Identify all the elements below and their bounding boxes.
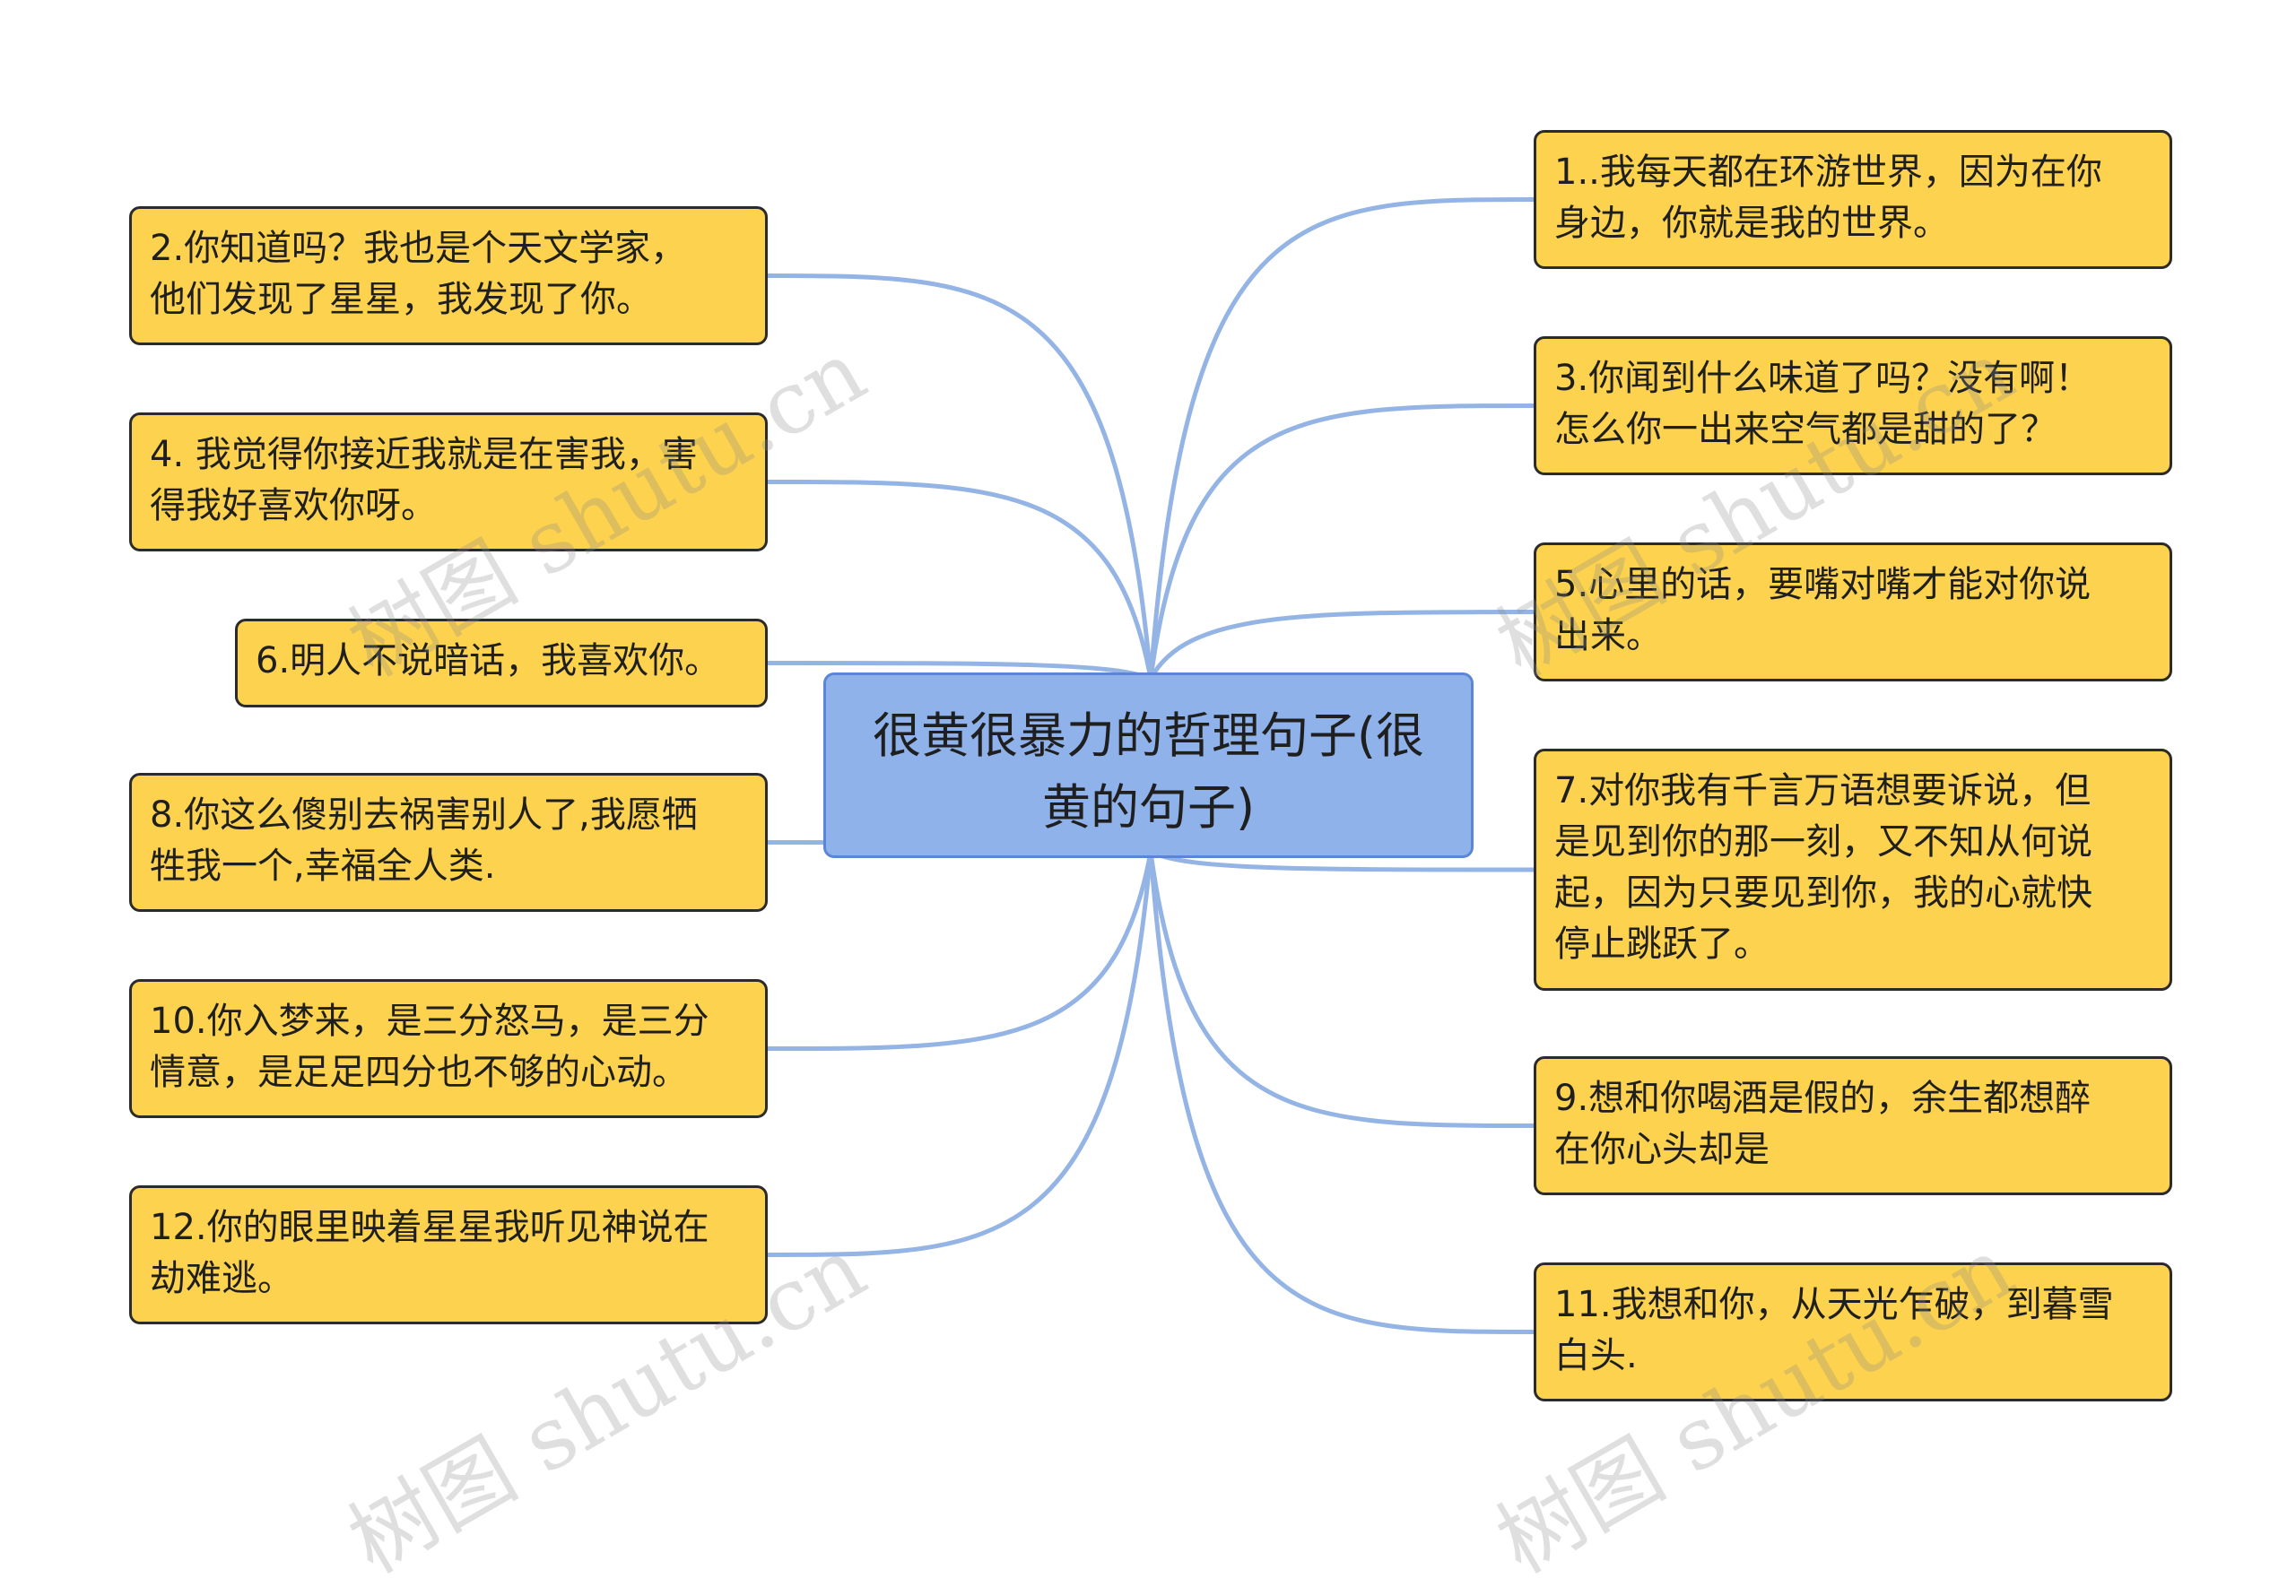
topic-node-n3[interactable]: 3.你闻到什么味道了吗？没有啊！ 怎么你一出来空气都是甜的了？: [1534, 336, 2172, 475]
topic-text-line: 停止跳跃了。: [1554, 924, 1770, 965]
topic-text-line: 身边，你就是我的世界。: [1554, 203, 1949, 244]
topic-text-line: 9.想和你喝酒是假的，余生都想醉: [1554, 1078, 2092, 1119]
topic-text-line: 6.明人不说暗话，我喜欢你。: [256, 640, 721, 681]
topic-node-n2[interactable]: 2.你知道吗？我也是个天文学家， 他们发现了星星，我发现了你。: [129, 206, 768, 345]
connector-n10: [765, 849, 1153, 1051]
topic-text-line: 情意，是足足四分也不够的心动。: [150, 1052, 688, 1093]
topic-text-line: 出来。: [1554, 615, 1662, 656]
topic-text-line: 10.你入梦来，是三分怒马，是三分: [150, 1001, 709, 1042]
topic-text-line: 8.你这么傻别去祸害别人了,我愿牺: [150, 794, 698, 836]
topic-text-line: 3.你闻到什么味道了吗？没有啊！: [1554, 358, 2092, 399]
topic-text-line: 5.心里的话，要嘴对嘴才能对你说: [1554, 564, 2092, 605]
central-topic[interactable]: 很黄很暴力的哲理句子(很 黄的句子): [823, 672, 1474, 858]
central-topic-line: 很黄很暴力的哲理句子(很: [872, 707, 1425, 764]
topic-text-line: 7.对你我有千言万语想要诉说，但: [1554, 770, 2092, 811]
topic-text-line: 是见到你的那一刻，又不知从何说: [1554, 821, 2092, 863]
topic-text-line: 牲我一个,幸福全人类.: [150, 846, 496, 887]
topic-node-n4[interactable]: 4. 我觉得你接近我就是在害我，害得我好喜欢你呀。: [129, 412, 768, 551]
topic-text-line: 怎么你一出来空气都是甜的了？: [1554, 409, 2057, 450]
connector-n5: [1148, 610, 1536, 681]
topic-node-n5[interactable]: 5.心里的话，要嘴对嘴才能对你说出来。: [1534, 542, 2172, 681]
connector-n1: [1148, 197, 1536, 681]
connector-n3: [1148, 403, 1536, 681]
topic-text-line: 白头.: [1554, 1335, 1638, 1376]
connector-n11: [1148, 849, 1536, 1334]
topic-node-n1[interactable]: 1..我每天都在环游世界，因为在你身边，你就是我的世界。: [1534, 130, 2172, 269]
topic-node-n6[interactable]: 6.明人不说暗话，我喜欢你。: [235, 619, 768, 707]
topic-node-n10[interactable]: 10.你入梦来，是三分怒马，是三分情意，是足足四分也不够的心动。: [129, 979, 768, 1118]
topic-node-n11[interactable]: 11.我想和你，从天光乍破，到暮雪白头.: [1534, 1262, 2172, 1401]
topic-node-n7[interactable]: 7.对你我有千言万语想要诉说，但是见到你的那一刻，又不知从何说起，因为只要见到你…: [1534, 749, 2172, 991]
topic-text-line: 起，因为只要见到你，我的心就快: [1554, 872, 2092, 914]
topic-text-line: 劫难逃。: [150, 1258, 293, 1299]
topic-node-n8[interactable]: 8.你这么傻别去祸害别人了,我愿牺牲我一个,幸福全人类.: [129, 773, 768, 912]
topic-text-line: 在你心头却是: [1554, 1129, 1770, 1170]
central-topic-line: 黄的句子): [1041, 779, 1256, 836]
connector-n9: [1148, 849, 1536, 1128]
topic-node-n12[interactable]: 12.你的眼里映着星星我听见神说在劫难逃。: [129, 1185, 768, 1324]
topic-node-n9[interactable]: 9.想和你喝酒是假的，余生都想醉在你心头却是: [1534, 1056, 2172, 1195]
topic-text-line: 11.我想和你，从天光乍破，到暮雪: [1554, 1284, 2114, 1325]
mindmap-canvas: 很黄很暴力的哲理句子(很 黄的句子) 1..我每天都在环游世界，因为在你身边，你…: [129, 130, 2172, 1592]
connector-n2: [765, 273, 1153, 681]
connector-n12: [765, 849, 1153, 1257]
topic-text-line: 得我好喜欢你呀。: [150, 485, 437, 526]
connector-n4: [765, 480, 1153, 681]
topic-text-line: 4. 我觉得你接近我就是在害我，害: [150, 434, 698, 475]
topic-text-line: 2.你知道吗？我也是个天文学家，: [150, 228, 687, 269]
topic-text-line: 他们发现了星星，我发现了你。: [150, 279, 652, 320]
connector-n7: [1148, 849, 1536, 872]
topic-text-line: 12.你的眼里映着星星我听见神说在: [150, 1207, 709, 1248]
topic-text-line: 1..我每天都在环游世界，因为在你: [1554, 152, 2102, 193]
